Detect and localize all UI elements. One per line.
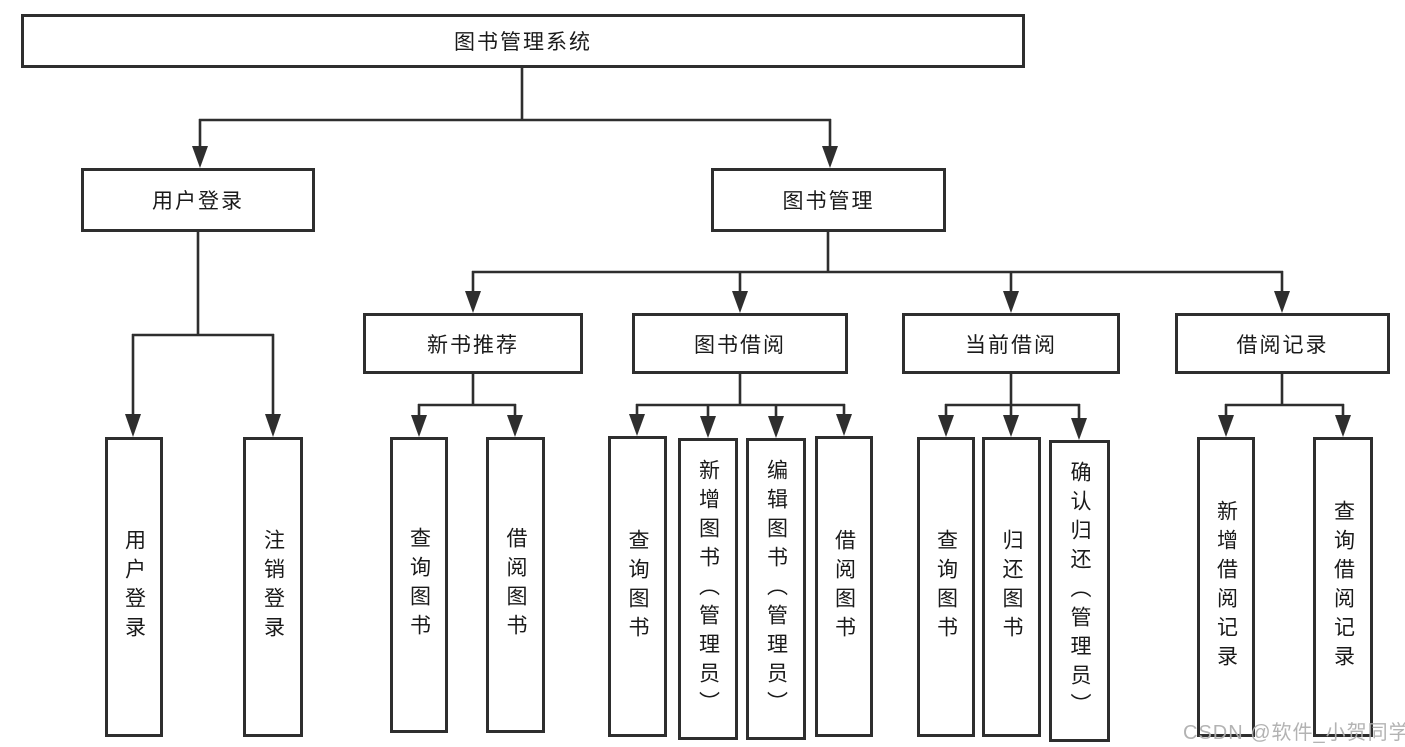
node-label: 当前借阅 xyxy=(965,333,1057,357)
arrow-down-icon xyxy=(700,416,716,438)
node-label: 借阅图书 xyxy=(832,528,856,645)
arrow-down-icon xyxy=(1274,291,1290,313)
node-label: 图书借阅 xyxy=(694,333,786,357)
arrow-down-icon xyxy=(822,146,838,168)
arrow-down-icon xyxy=(507,415,523,437)
arrow-down-icon xyxy=(411,415,427,437)
node-book-management: 图书管理 xyxy=(711,168,946,232)
node-label: 借阅图书 xyxy=(504,527,527,643)
node-label: 查询图书 xyxy=(407,527,431,643)
arrow-down-icon xyxy=(265,414,281,437)
arrow-down-icon xyxy=(465,291,481,313)
leaf-confirm-return-admin: 确认归还（管理员） xyxy=(1049,440,1110,742)
node-label: 归还图书 xyxy=(1000,529,1023,645)
arrow-down-icon xyxy=(732,291,748,313)
arrow-down-icon xyxy=(836,414,852,436)
node-label: 用户登录 xyxy=(152,190,244,213)
arrow-down-icon xyxy=(192,146,208,168)
csdn-watermark: CSDN @软件_小贺同学 xyxy=(1183,722,1405,744)
node-label: 新增借阅记录 xyxy=(1214,500,1238,674)
node-label: 用户登录 xyxy=(122,529,146,645)
node-label: 确认归还（管理员） xyxy=(1068,460,1091,722)
arrow-down-icon xyxy=(768,416,784,438)
node-label: 借阅记录 xyxy=(1236,333,1329,357)
node-label: 查询图书 xyxy=(934,529,958,645)
leaf-add-book-admin: 新增图书（管理员） xyxy=(678,438,738,740)
node-user-login: 用户登录 xyxy=(81,168,315,232)
leaf-logout: 注销登录 xyxy=(243,437,303,737)
leaf-user-login: 用户登录 xyxy=(105,437,163,737)
leaf-edit-book-admin: 编辑图书（管理员） xyxy=(746,438,806,740)
leaf-query-book-1: 查询图书 xyxy=(390,437,448,733)
node-borrow-records: 借阅记录 xyxy=(1175,313,1390,374)
node-root: 图书管理系统 xyxy=(21,14,1025,68)
arrow-down-icon xyxy=(1071,418,1087,440)
arrow-down-icon xyxy=(938,415,954,437)
node-label: 查询借阅记录 xyxy=(1331,500,1355,674)
node-current-borrow: 当前借阅 xyxy=(902,313,1120,374)
arrow-down-icon xyxy=(1003,291,1019,313)
node-label: 查询图书 xyxy=(626,528,649,645)
node-label: 注销登录 xyxy=(261,529,285,645)
node-label: 图书管理系统 xyxy=(454,31,592,54)
leaf-query-borrow-record: 查询借阅记录 xyxy=(1313,437,1373,737)
leaf-add-borrow-record: 新增借阅记录 xyxy=(1197,437,1255,737)
node-label: 新增图书（管理员） xyxy=(696,458,720,720)
node-label: 新书推荐 xyxy=(427,333,519,357)
arrow-down-icon xyxy=(1218,415,1234,437)
leaf-query-book-3: 查询图书 xyxy=(917,437,975,737)
node-book-borrow: 图书借阅 xyxy=(632,313,848,374)
node-label: 图书管理 xyxy=(782,190,875,213)
leaf-borrow-book-2: 借阅图书 xyxy=(815,436,873,737)
leaf-query-book-2: 查询图书 xyxy=(608,436,667,737)
arrow-down-icon xyxy=(1335,415,1351,437)
arrow-down-icon xyxy=(1003,415,1019,437)
node-new-book-recommend: 新书推荐 xyxy=(363,313,583,374)
arrow-down-icon xyxy=(629,414,645,436)
arrow-down-icon xyxy=(125,414,141,437)
node-label: 编辑图书（管理员） xyxy=(764,458,788,720)
leaf-return-book: 归还图书 xyxy=(982,437,1041,737)
leaf-borrow-book-1: 借阅图书 xyxy=(486,437,545,733)
arrowheads-group xyxy=(125,146,1351,440)
